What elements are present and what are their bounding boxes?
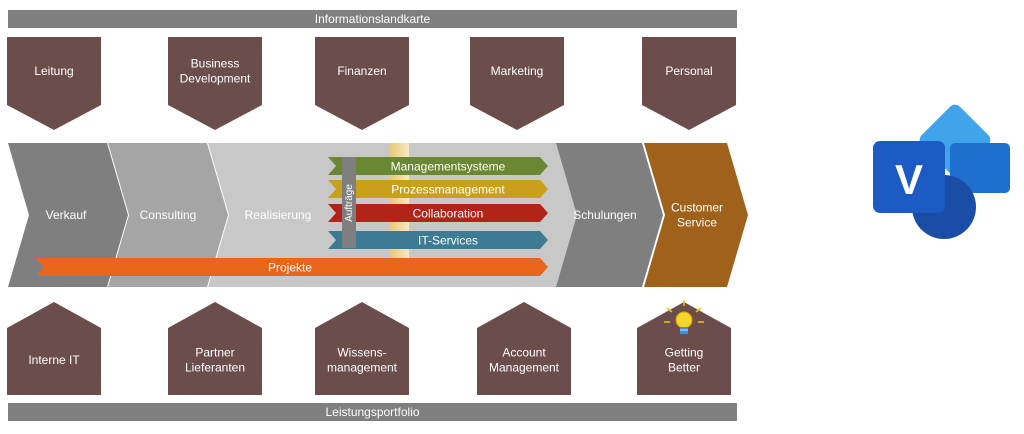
chevron-label: Realisierung bbox=[245, 208, 312, 222]
chevron-body bbox=[8, 143, 128, 287]
bottom-shape-label: Interne IT bbox=[28, 353, 80, 367]
bottom-shape-body bbox=[637, 302, 731, 395]
chevron-label-group: Verkauf bbox=[46, 208, 87, 222]
bottom-bar-leistungsportfolio: Leistungsportfolio bbox=[8, 403, 737, 421]
chevron-label: Service bbox=[677, 216, 717, 230]
projekte-label: Projekte bbox=[268, 261, 312, 275]
inner-arrow-label: Prozessmanagement bbox=[391, 183, 505, 197]
top-shape-marketing: Marketing bbox=[470, 37, 564, 130]
bottom-shape-body bbox=[315, 302, 409, 395]
inner-arrow-label: IT-Services bbox=[418, 234, 478, 248]
top-shape-label: Marketing bbox=[491, 64, 544, 78]
inner-arrow-collaboration: Collaboration bbox=[328, 204, 548, 222]
bottom-shape-interne-it: Interne IT bbox=[7, 302, 101, 395]
chevron-label-group: Realisierung bbox=[245, 208, 312, 222]
inner-arrow-body bbox=[328, 231, 548, 249]
top-bar-informationslandkarte: Informationslandkarte bbox=[8, 10, 737, 28]
chevron-body bbox=[556, 143, 663, 287]
chevron-customer-service bbox=[644, 143, 748, 287]
projekte-arrow: Projekte bbox=[36, 258, 548, 276]
inner-arrows: ManagementsystemeProzessmanagementCollab… bbox=[36, 143, 548, 276]
top-shape-label: Business bbox=[191, 57, 240, 71]
top-shape-personal: Personal bbox=[642, 37, 736, 130]
chevron-label: Consulting bbox=[140, 208, 197, 222]
bottom-shape-label: Getting bbox=[665, 346, 704, 360]
bottom-shape-label: Partner bbox=[195, 346, 234, 360]
top-shape-label: Leitung bbox=[34, 64, 73, 78]
top-shape-leitung: Leitung bbox=[7, 37, 101, 130]
visio-logo-icon: V bbox=[873, 104, 1010, 239]
top-shape-label: Development bbox=[180, 72, 251, 86]
bottom-shape-label: Lieferanten bbox=[185, 361, 245, 375]
chevron-label: Verkauf bbox=[46, 208, 87, 222]
auftraege-label: Aufträge bbox=[344, 184, 355, 222]
top-shape-finanzen: Finanzen bbox=[315, 37, 409, 130]
projekte-arrow-body bbox=[36, 258, 548, 276]
top-shape-body bbox=[470, 37, 564, 130]
bottom-shape-label: Better bbox=[668, 361, 700, 375]
inner-arrow-prozessmanagement: Prozessmanagement bbox=[328, 180, 548, 198]
inner-arrow-label: Collaboration bbox=[413, 207, 484, 221]
inner-arrow-label: Managementsysteme bbox=[391, 160, 506, 174]
top-shape-body bbox=[642, 37, 736, 130]
chevron-label-group: Consulting bbox=[140, 208, 197, 222]
top-shape-body bbox=[168, 37, 262, 130]
chevron-label-group: Schulungen bbox=[573, 208, 636, 222]
top-shape-body bbox=[315, 37, 409, 130]
bottom-shape-body bbox=[477, 302, 571, 395]
inner-arrow-managementsysteme: Managementsysteme bbox=[328, 157, 548, 175]
chevron-verkauf bbox=[8, 143, 128, 287]
bottom-shape-label: Account bbox=[502, 346, 546, 360]
bottom-shape-label: Wissens- bbox=[337, 346, 386, 360]
chevron-body bbox=[108, 143, 228, 287]
bottom-shape-body bbox=[168, 302, 262, 395]
top-shape-label: Finanzen bbox=[337, 64, 386, 78]
bottom-shape-label: Management bbox=[489, 361, 560, 375]
chevron-body bbox=[644, 143, 748, 287]
bottom-shape-label: management bbox=[327, 361, 398, 375]
visio-logo-letter: V bbox=[895, 156, 923, 203]
chevron-label: Customer bbox=[671, 201, 723, 215]
chevron-consulting bbox=[108, 143, 228, 287]
top-shape-body bbox=[7, 37, 101, 130]
inner-arrow-body bbox=[328, 204, 548, 222]
chevron-label: Schulungen bbox=[573, 208, 636, 222]
bottom-shape-body bbox=[7, 302, 101, 395]
auftraege-bar: Aufträge bbox=[342, 157, 356, 248]
inner-arrow-it-services: IT-Services bbox=[328, 231, 548, 249]
lightbulb-icon bbox=[664, 300, 704, 334]
bottom-shape-wissens-management: Wissens-management bbox=[315, 302, 409, 395]
inner-arrow-body bbox=[328, 180, 548, 198]
chevron-schulungen bbox=[556, 143, 663, 287]
inner-arrow-body bbox=[328, 157, 548, 175]
top-shape-label: Personal bbox=[665, 64, 712, 78]
